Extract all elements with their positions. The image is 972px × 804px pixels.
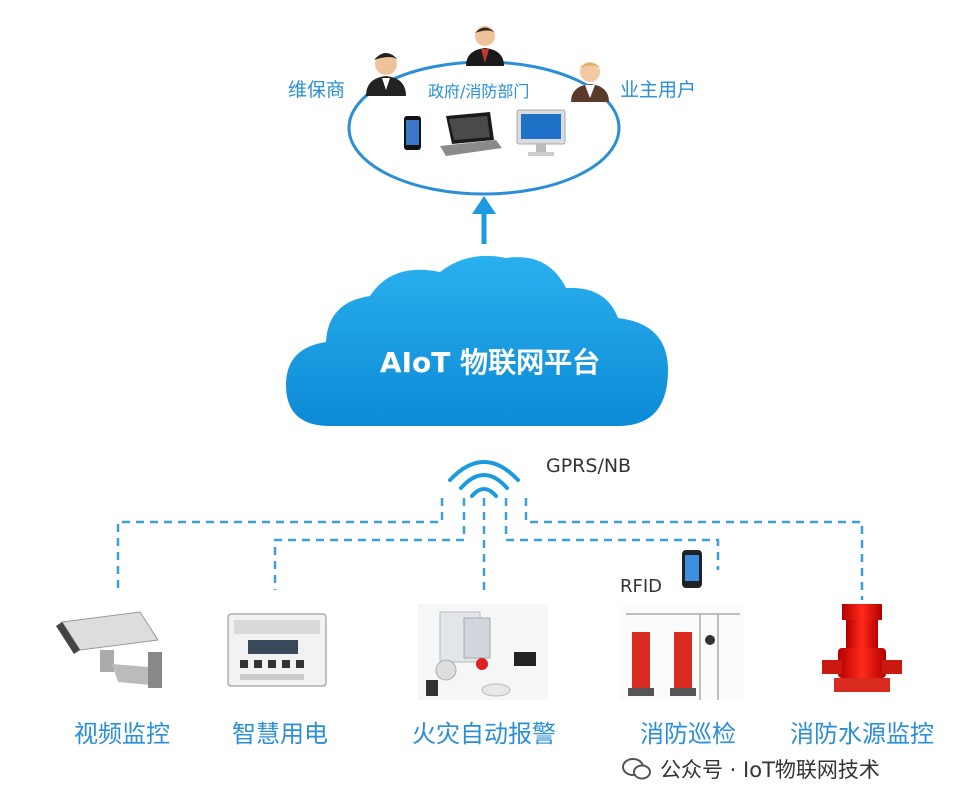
phone-icon: [404, 116, 421, 150]
rfid-label: RFID: [620, 576, 662, 597]
user-label-owner: 业主用户: [620, 79, 696, 101]
watermark-text: 公众号 · IoT物联网技术: [660, 758, 880, 782]
rfid-reader-icon: [682, 550, 702, 588]
cctv-camera-icon: [56, 611, 162, 688]
desktop-monitor-icon: [516, 109, 566, 156]
upload-arrow-icon: [472, 196, 496, 244]
user-label-government: 政府/消防部门: [428, 82, 529, 101]
owner-person-icon: [571, 62, 609, 102]
dashed-connectors: [116, 498, 864, 600]
network-label: GPRS/NB: [546, 455, 631, 477]
power-meter-icon: [227, 613, 327, 687]
device-label-video: 视频监控: [74, 720, 170, 748]
water-pump-icon: [822, 604, 902, 692]
fire-inspection-pumps-icon: [620, 606, 744, 700]
cloud-platform: AIoT 物联网平台: [286, 255, 668, 426]
wechat-icon: [622, 758, 651, 780]
maintainer-person-icon: [366, 53, 406, 96]
cloud-shape: [286, 255, 668, 426]
device-label-fire-alarm: 火灾自动报警: [412, 720, 556, 748]
device-label-inspection: 消防巡检: [640, 720, 736, 748]
government-person-icon: [466, 26, 504, 66]
wireless-signal-icon: [448, 460, 520, 498]
laptop-icon: [440, 112, 502, 156]
fire-alarm-set-icon: [418, 604, 548, 700]
device-label-water-source: 消防水源监控: [790, 720, 934, 748]
device-label-power: 智慧用电: [232, 720, 328, 748]
cloud-title: AIoT 物联网平台: [380, 346, 600, 379]
user-label-maintainer: 维保商: [288, 79, 345, 101]
user-group: 维保商 政府/消防部门 业主用户: [288, 26, 696, 196]
watermark: 公众号 · IoT物联网技术: [622, 754, 880, 784]
